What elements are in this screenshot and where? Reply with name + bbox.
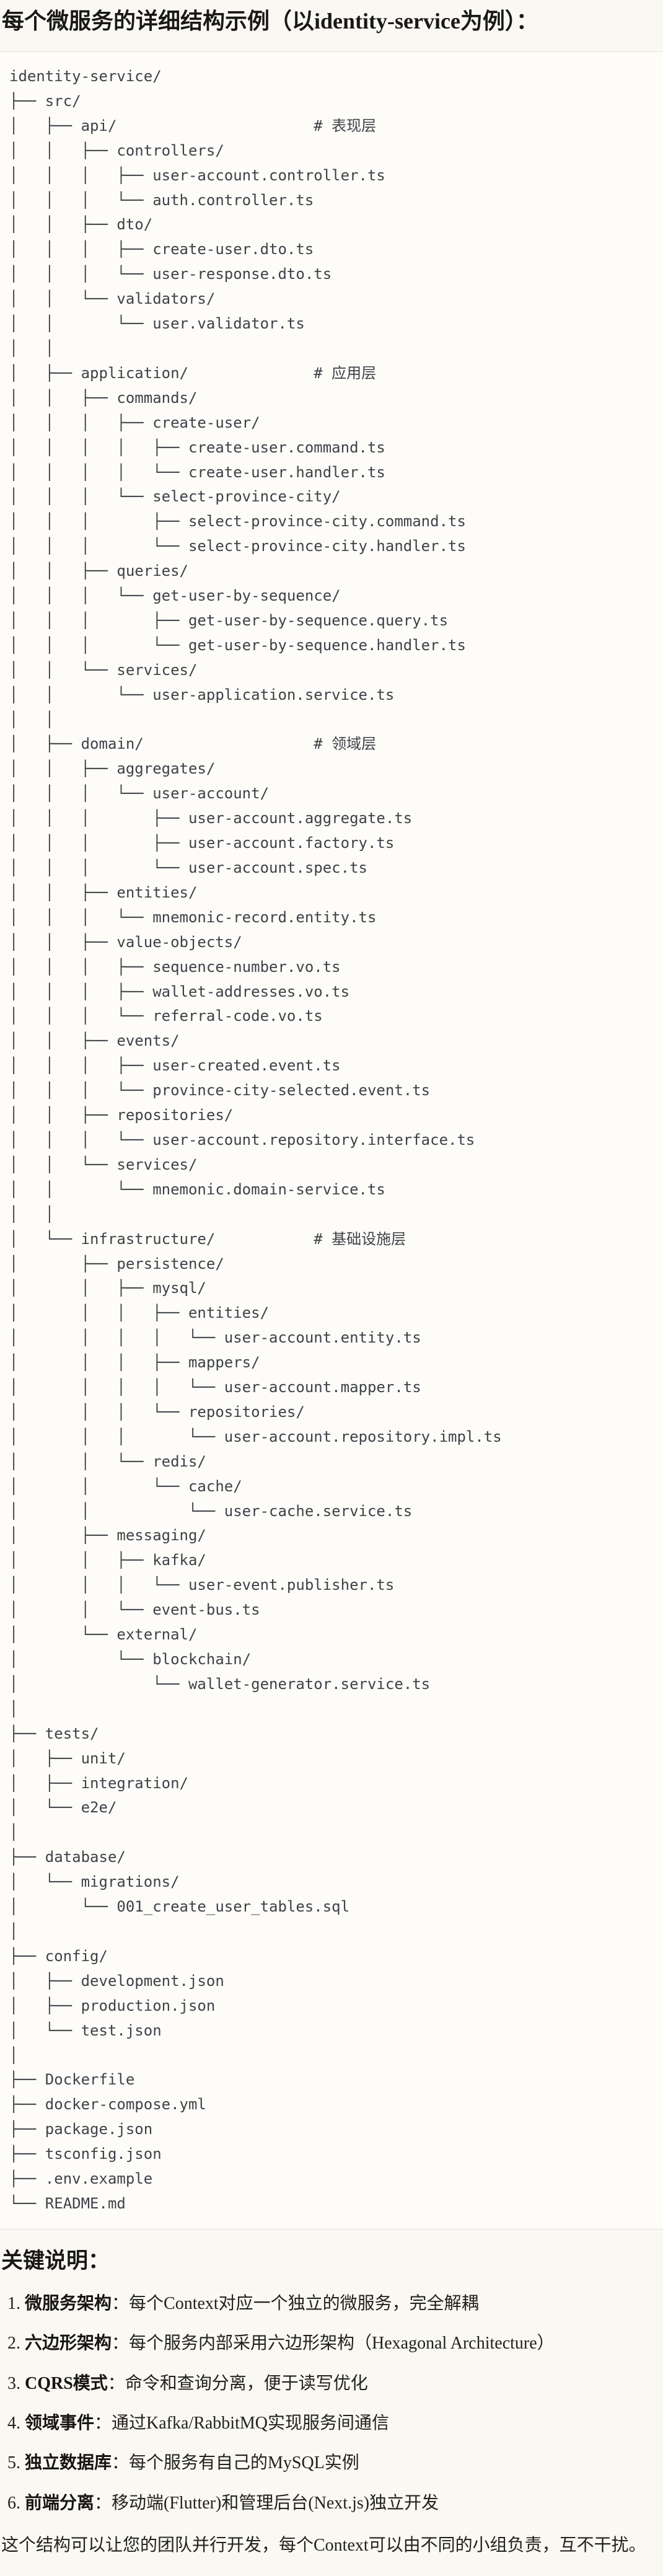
note-text: ：每个Context对应一个独立的微服务，完全解耦 xyxy=(112,2293,479,2313)
note-text: ：每个服务内部采用六边形架构（Hexagonal Architecture） xyxy=(112,2334,555,2353)
note-text: ：命令和查询分离，便于读写优化 xyxy=(107,2373,368,2393)
note-item-microservices: 微服务架构：每个Context对应一个独立的微服务，完全解耦 xyxy=(25,2290,663,2317)
note-label: 前端分离 xyxy=(25,2493,95,2513)
closing-paragraph: 这个结构可以让您的团队并行开发，每个Context可以由不同的小组负责，互不干扰… xyxy=(1,2536,646,2556)
note-text: ：移动端(Flutter)和管理后台(Next.js)独立开发 xyxy=(94,2493,439,2513)
code-block: identity-service/ ├── src/ │ ├── api/ # … xyxy=(0,51,663,2230)
note-item-frontend: 前端分离：移动端(Flutter)和管理后台(Next.js)独立开发 xyxy=(25,2490,663,2516)
directory-tree: identity-service/ ├── src/ │ ├── api/ # … xyxy=(9,68,502,2212)
page-title: 每个微服务的详细结构示例（以identity-service为例）： xyxy=(2,9,538,33)
note-text: ：通过Kafka/RabbitMQ实现服务间通信 xyxy=(94,2414,389,2433)
note-label: 独立数据库 xyxy=(25,2453,112,2473)
note-label: 六边形架构 xyxy=(25,2334,112,2353)
note-item-hexagonal: 六边形架构：每个服务内部采用六边形架构（Hexagonal Architectu… xyxy=(25,2330,663,2357)
note-item-cqrs: CQRS模式：命令和查询分离，便于读写优化 xyxy=(25,2370,663,2397)
notes-heading: 关键说明： xyxy=(1,2248,110,2273)
note-label: 领域事件 xyxy=(25,2414,95,2433)
note-label: CQRS模式 xyxy=(25,2373,108,2393)
notes-list: 微服务架构：每个Context对应一个独立的微服务，完全解耦 六边形架构：每个服… xyxy=(0,2290,663,2516)
note-item-database: 独立数据库：每个服务有自己的MySQL实例 xyxy=(25,2450,663,2476)
note-item-domain-events: 领域事件：通过Kafka/RabbitMQ实现服务间通信 xyxy=(25,2410,663,2437)
note-label: 微服务架构 xyxy=(25,2293,112,2313)
note-text: ：每个服务有自己的MySQL实例 xyxy=(112,2453,359,2473)
